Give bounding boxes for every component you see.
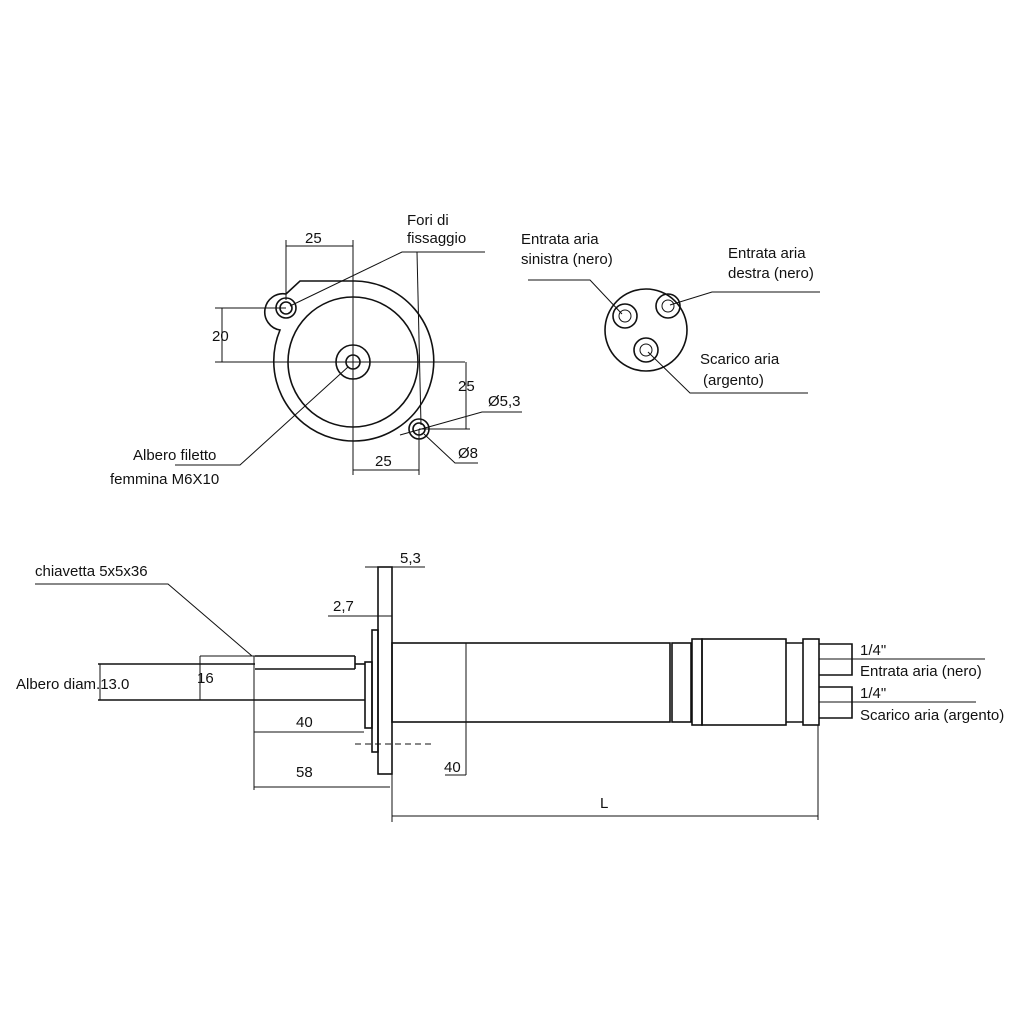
leader: [423, 433, 478, 464]
mount-flange: [377, 566, 393, 775]
shaft-thread-label-2: femmina M6X10: [110, 471, 219, 488]
exhaust-port: [633, 337, 659, 363]
leader: [399, 411, 522, 436]
dim-40-shaft: 40: [296, 714, 313, 731]
dim-20: 20: [212, 328, 229, 345]
dim-25-right: 25: [458, 378, 475, 395]
port1-label: Entrata aria (nero): [860, 663, 982, 680]
leader: [289, 251, 485, 307]
front-view: 25 20 25 25 Fori di fissaggio Ø5,3 Ø8 Al…: [110, 212, 522, 488]
leader: [669, 291, 820, 306]
end-cap: [802, 638, 820, 726]
leader: [175, 366, 349, 466]
left-inlet-label: Entrata aria: [521, 231, 599, 248]
port2-size: 1/4": [860, 685, 886, 702]
flange-outline: [264, 280, 435, 442]
port2-label: Scarico aria (argento): [860, 707, 1004, 724]
body-ring: [671, 642, 692, 723]
rear-view: Entrata aria sinistra (nero) Entrata ari…: [521, 231, 820, 394]
shaft-diameter-label: Albero diam.13.0: [16, 676, 129, 693]
right-inlet-label: Entrata aria: [728, 245, 806, 262]
leader: [528, 279, 623, 315]
dim-25-top: 25: [305, 230, 322, 247]
left-inlet-label-2: sinistra (nero): [521, 251, 613, 268]
port-inner: [618, 309, 632, 323]
mount-holes-label: Fori di: [407, 212, 449, 229]
shaft-thread-label: Albero filetto: [133, 447, 216, 464]
connector-circle: [604, 288, 688, 372]
exhaust-label-2: (argento): [703, 372, 764, 389]
dim-2-7: 2,7: [333, 598, 354, 615]
mount-holes-label-2: fissaggio: [407, 230, 466, 247]
leader: [35, 583, 253, 657]
exhaust-label: Scarico aria: [700, 351, 780, 368]
shaft-collar: [364, 661, 373, 729]
dim-5-3: 5,3: [400, 550, 421, 567]
right-inlet-port: [655, 293, 681, 319]
port-inner: [661, 299, 675, 313]
spigot: [371, 629, 379, 753]
dim-40-body: 40: [444, 759, 461, 776]
motor-body: [391, 642, 671, 723]
key-label: chiavetta 5x5x36: [35, 563, 148, 580]
side-view: 1/4" Entrata aria (nero) 1/4" Scarico ar…: [16, 550, 1004, 822]
hole-dia-5-3: Ø5,3: [488, 393, 521, 410]
port1-size: 1/4": [860, 642, 886, 659]
dim-58: 58: [296, 764, 313, 781]
body-ring-2: [691, 638, 703, 726]
valve-housing: [701, 638, 787, 726]
leader: [416, 251, 422, 426]
dim-L: L: [600, 795, 608, 812]
hole-dia-8: Ø8: [458, 445, 478, 462]
right-inlet-label-2: destra (nero): [728, 265, 814, 282]
dim-25-bottom: 25: [375, 453, 392, 470]
dim-16: 16: [197, 670, 214, 687]
left-inlet-port: [612, 303, 638, 329]
port-inner: [639, 343, 653, 357]
leader: [647, 351, 808, 394]
